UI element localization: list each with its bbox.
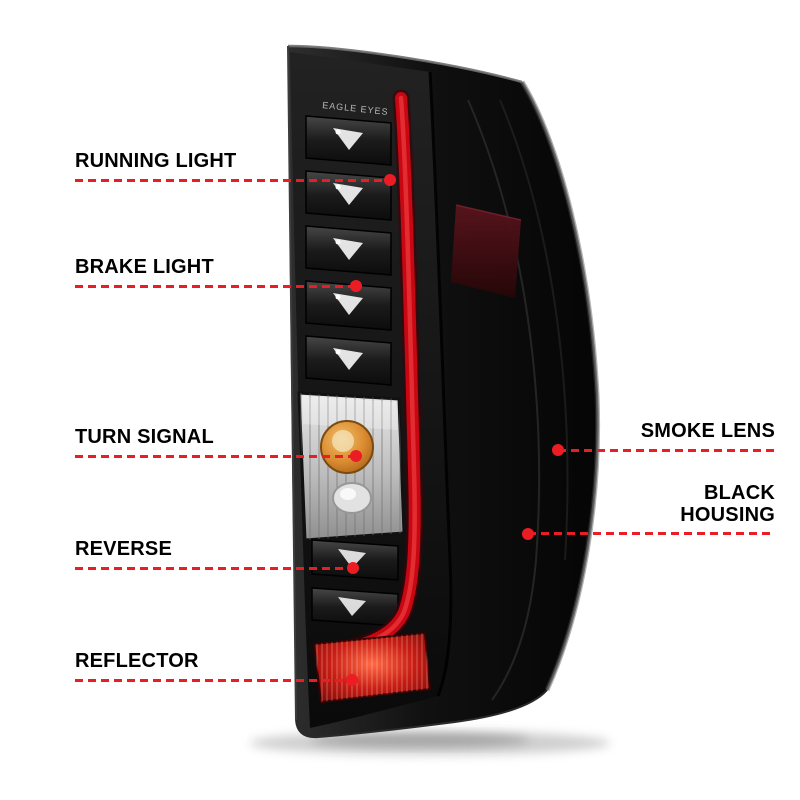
callout-label: REVERSE	[75, 538, 172, 560]
callout-label: TURN SIGNAL	[75, 426, 214, 448]
led-slats-upper	[305, 115, 392, 386]
led-slat	[305, 115, 392, 166]
turn-signal-section	[297, 391, 406, 542]
leader-line	[552, 444, 775, 457]
led-light-bar	[341, 89, 424, 657]
callout-running-light: RUNNING LIGHT	[75, 150, 396, 187]
side-marker-lens	[451, 204, 522, 298]
callout-smoke-lens: SMOKE LENS	[552, 420, 775, 457]
callout-reflector: REFLECTOR	[75, 650, 358, 687]
callout-label: RUNNING LIGHT	[75, 150, 237, 172]
callout-label: BRAKE LIGHT	[75, 256, 214, 278]
reflector	[312, 631, 432, 704]
led-slat	[305, 170, 392, 221]
callout-turn-signal: TURN SIGNAL	[75, 426, 362, 463]
leader-dot	[350, 280, 362, 293]
callout-reverse: REVERSE	[75, 538, 359, 575]
led-slat	[305, 335, 392, 386]
leader-dot	[552, 444, 564, 457]
leader-line	[75, 450, 362, 463]
leader-dot	[346, 674, 358, 687]
leader-line	[75, 562, 359, 575]
leader-dot	[350, 450, 362, 463]
callout-label: BLACK HOUSING	[680, 482, 775, 526]
callout-label: REFLECTOR	[75, 650, 199, 672]
leader-line	[75, 674, 358, 687]
led-slat	[311, 587, 399, 627]
led-slat	[311, 539, 399, 581]
leader-dot	[347, 562, 359, 575]
leader-line	[75, 174, 396, 187]
callout-black-housing: BLACK HOUSING	[522, 482, 775, 540]
leader-dot	[384, 174, 396, 187]
led-slat	[305, 280, 392, 331]
callout-label: SMOKE LENS	[640, 420, 775, 442]
led-slat	[305, 225, 392, 276]
callout-brake-light: BRAKE LIGHT	[75, 256, 362, 293]
led-slats-lower	[311, 539, 399, 627]
leader-dot	[522, 527, 534, 540]
leader-line	[75, 280, 362, 293]
ground-shadow	[250, 731, 610, 755]
leader-line	[522, 527, 775, 540]
